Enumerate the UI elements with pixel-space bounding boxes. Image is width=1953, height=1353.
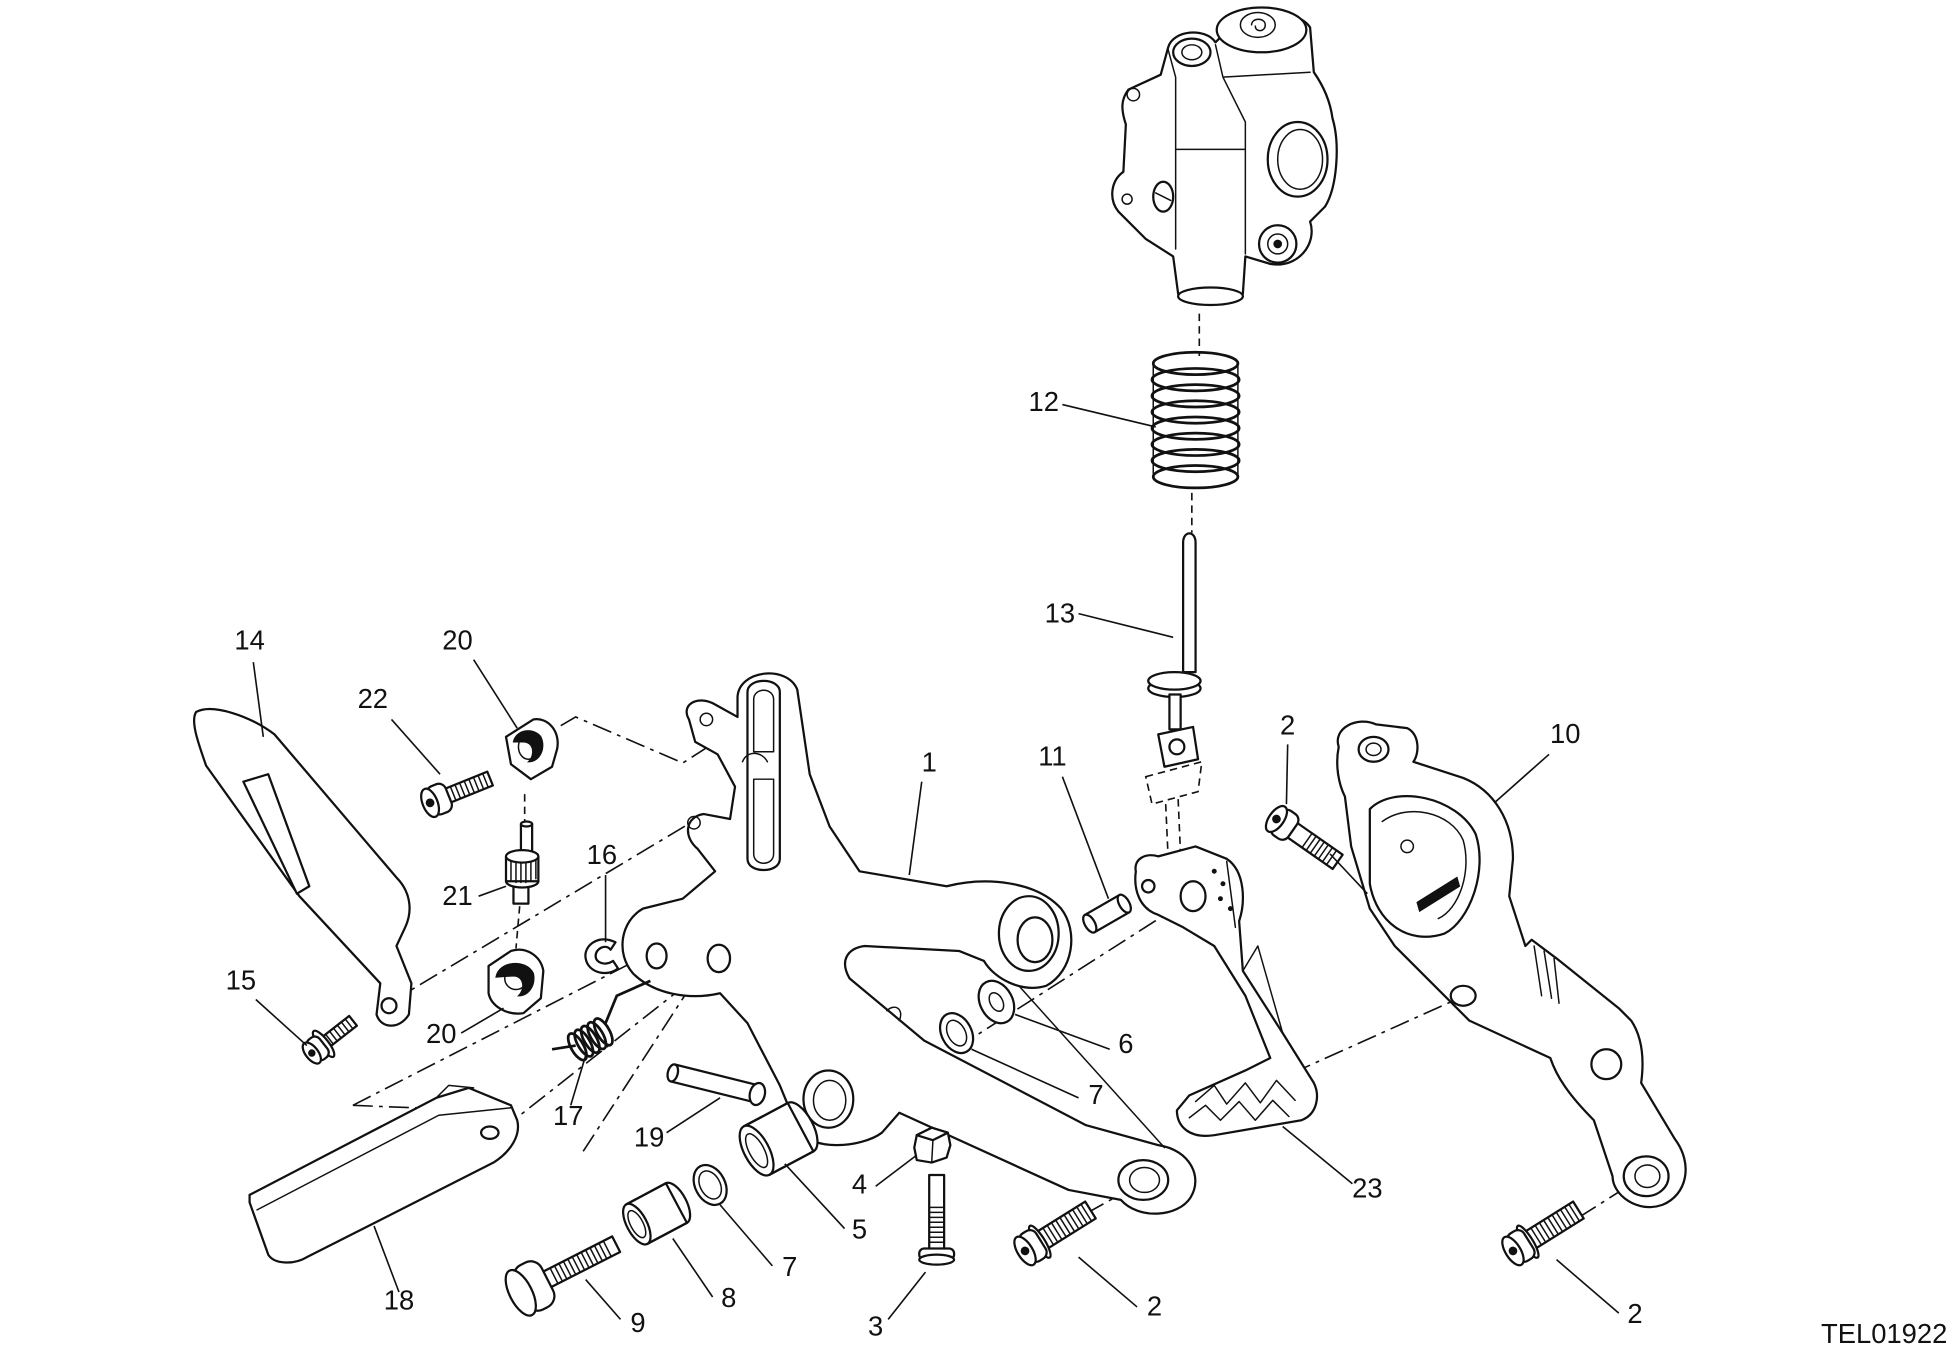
- callout-number: 7: [782, 1251, 797, 1282]
- callout-number: 12: [1028, 386, 1058, 417]
- leader-line: [1061, 776, 1110, 899]
- leader-line: [478, 885, 507, 897]
- leader-line: [971, 1048, 1079, 1099]
- leader-line: [255, 998, 308, 1047]
- pin-11: [1082, 893, 1132, 934]
- leader-line: [472, 659, 518, 729]
- leader-lines: [252, 403, 1620, 1320]
- axis-line: [388, 820, 694, 1004]
- bolt-2-lower-middle: [1013, 1200, 1097, 1267]
- drawing-code: TEL01922: [1821, 1318, 1947, 1349]
- callout-number: 19: [634, 1121, 664, 1152]
- bolt-2-upper: [1264, 804, 1344, 871]
- leader-line: [585, 1279, 622, 1320]
- leader-line: [569, 1055, 587, 1106]
- callout-number: 8: [721, 1282, 736, 1313]
- callout-number: 18: [384, 1284, 414, 1315]
- callout-number: 2: [1627, 1298, 1642, 1329]
- callout-number: 15: [226, 965, 256, 996]
- washer-7-lower: [692, 1163, 728, 1207]
- callout-number: 3: [868, 1311, 883, 1342]
- bolt-3: [918, 1173, 956, 1266]
- axis-line: [582, 982, 694, 1152]
- leader-line: [875, 1154, 918, 1187]
- washer-7-upper: [938, 1012, 975, 1055]
- leader-line: [252, 662, 265, 737]
- leader-line: [373, 1225, 400, 1293]
- eccentric-pin-21: [504, 820, 540, 905]
- axis-line: [352, 960, 636, 1107]
- leader-line: [1062, 403, 1156, 428]
- pin-19: [666, 1063, 767, 1107]
- callout-number: 9: [630, 1307, 645, 1338]
- bolt-9: [504, 1235, 622, 1317]
- leader-line: [460, 1007, 504, 1034]
- leader-line: [1493, 753, 1550, 804]
- heel-guard-14: [193, 708, 413, 1027]
- callout-number: 2: [1147, 1291, 1162, 1322]
- leader-line: [1078, 1256, 1138, 1308]
- torsion-spring-17: [551, 979, 651, 1062]
- callout-number: 17: [553, 1100, 583, 1131]
- callout-number: 6: [1118, 1028, 1133, 1059]
- callout-number: 7: [1088, 1079, 1103, 1110]
- adjuster-block-20-lower: [487, 948, 545, 1015]
- circlip-16: [584, 938, 620, 975]
- leader-line: [1078, 612, 1174, 639]
- callout-number: 20: [442, 625, 472, 656]
- callout-number: 21: [442, 880, 472, 911]
- callout-number: 10: [1550, 718, 1580, 749]
- brake-master-cylinder: [1111, 6, 1338, 307]
- bolt-15: [301, 1014, 358, 1065]
- callout-labels: 14 20 22 1 11 2 10 12 13 16 21 15 20 6 7…: [226, 386, 1643, 1342]
- callout-number: 16: [587, 839, 617, 870]
- leader-line: [1014, 1013, 1110, 1051]
- leader-line: [719, 1204, 773, 1267]
- leader-line: [908, 781, 923, 876]
- leader-line: [390, 718, 441, 775]
- callout-number: 22: [358, 683, 388, 714]
- spring-12: [1150, 350, 1241, 490]
- bushing-5: [738, 1101, 819, 1177]
- washer-6: [977, 979, 1016, 1025]
- callout-number: 1: [922, 747, 937, 778]
- callout-number: 14: [234, 625, 264, 656]
- pushrod-13: [1144, 532, 1203, 859]
- leader-line: [887, 1271, 927, 1320]
- leader-line: [672, 1238, 714, 1298]
- footpeg-18: [248, 1084, 520, 1264]
- leader-line: [1329, 853, 1368, 895]
- callout-number: 4: [852, 1169, 867, 1200]
- brake-pedal-23: [1134, 845, 1318, 1137]
- nut-4: [913, 1126, 952, 1164]
- leader-line: [666, 1097, 721, 1134]
- bushing-8: [621, 1181, 692, 1246]
- lever-10: [1336, 720, 1687, 1209]
- leader-line: [1556, 1259, 1620, 1314]
- callout-number: 11: [1038, 740, 1066, 771]
- bolt-2-lower-right: [1501, 1200, 1585, 1267]
- callout-number: 5: [852, 1213, 867, 1244]
- callout-number: 23: [1352, 1172, 1382, 1203]
- adjuster-block-20-upper: [504, 718, 559, 781]
- callout-number: 20: [426, 1018, 456, 1049]
- footrest-bracket-1: [621, 672, 1197, 1215]
- leader-line: [784, 1163, 846, 1230]
- leader-line: [1285, 744, 1289, 805]
- callout-number: 2: [1280, 709, 1295, 740]
- leader-line: [1282, 1125, 1353, 1185]
- callout-number: 13: [1045, 597, 1075, 628]
- bolt-22: [420, 770, 495, 819]
- axis-line: [515, 906, 521, 949]
